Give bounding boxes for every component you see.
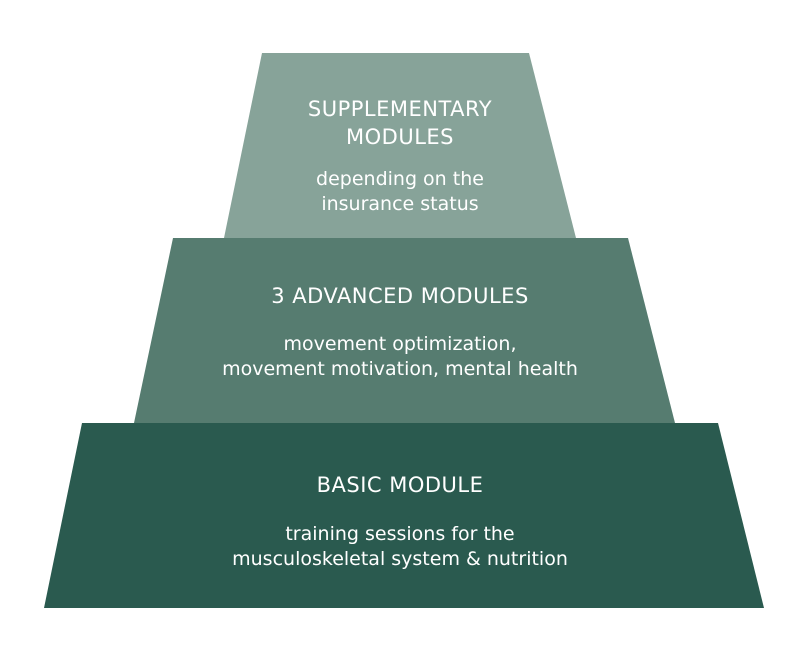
tier-supplementary-description: depending on the insurance status [316,168,484,215]
tier-basic-shape [44,423,764,608]
tier-advanced-description: movement optimization, movement motivati… [222,333,578,380]
tier-supplementary-title: SUPPLEMENTARY MODULES [307,97,493,149]
tier-basic-description: training sessions for the musculoskeleta… [232,523,568,570]
tier-advanced: 3 ADVANCED MODULES movement optimization… [0,282,800,382]
tier-supplementary-shape [224,53,576,238]
tier-basic-title: BASIC MODULE [316,473,484,497]
tier-advanced-shape [134,238,675,423]
tier-basic: BASIC MODULE training sessions for the m… [0,471,800,572]
tier-supplementary: SUPPLEMENTARY MODULES depending on the i… [0,95,800,217]
tier-advanced-title: 3 ADVANCED MODULES [271,284,529,308]
